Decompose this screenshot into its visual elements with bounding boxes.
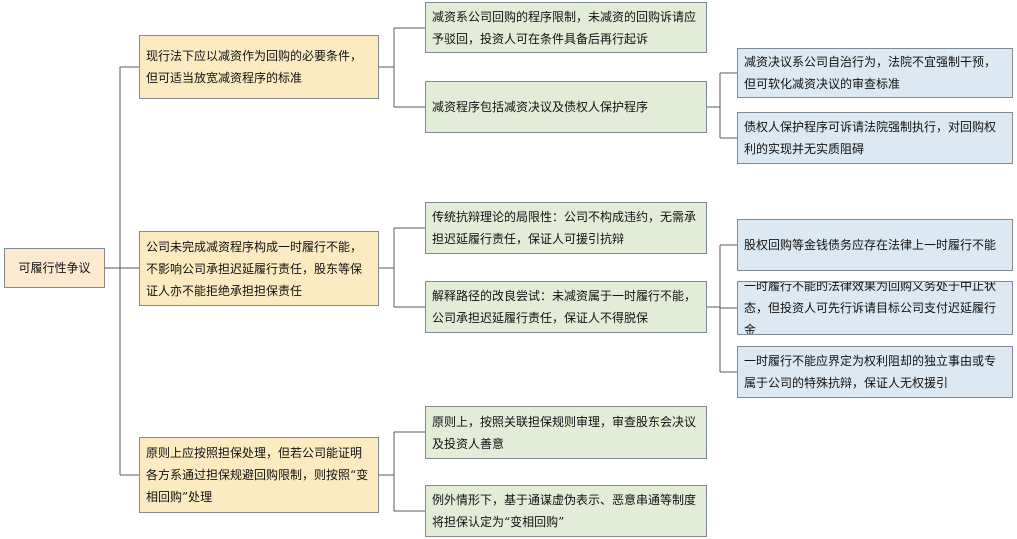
leaf-label: 股权回购等金钱债务应存在法律上一时履行不能 xyxy=(744,238,997,252)
root-node: 可履行性争议 xyxy=(4,248,105,288)
subbranch-label: 减资程序包括减资决议及债权人保护程序 xyxy=(432,100,649,114)
leaf-label: 一时履行不能应界定为权利阻却的独立事由或专属于公司的特殊抗辩，保证人无权援引 xyxy=(744,354,997,390)
leaf-label: 减资决议系公司自治行为，法院不宜强制干预，但可软化减资决议的审查标准 xyxy=(744,55,997,91)
leaf-node: 债权人保护程序可诉请法院强制执行，对回购权利的实现并无实质阻碍 xyxy=(737,112,1013,164)
subbranch-node: 原则上，按照关联担保规则审理，审查股东会决议及投资人善意 xyxy=(425,406,707,459)
leaf-node: 减资决议系公司自治行为，法院不宜强制干预，但可软化减资决议的审查标准 xyxy=(737,48,1013,98)
branch-label: 公司未完成减资程序构成一时履行不能，不影响公司承担迟延履行责任，股东等保证人亦不… xyxy=(146,239,363,298)
subbranch-label: 传统抗辩理论的局限性：公司不构成违约，无需承担迟延履行责任，保证人可援引抗辩 xyxy=(432,210,697,246)
subbranch-node: 减资系公司回购的程序限制，未减资的回购诉请应予驳回，投资人可在条件具备后再行起诉 xyxy=(425,2,707,53)
subbranch-label: 例外情形下，基于通谋虚伪表示、恶意串通等制度将担保认定为“变相回购” xyxy=(432,493,697,529)
subbranch-label: 减资系公司回购的程序限制，未减资的回购诉请应予驳回，投资人可在条件具备后再行起诉 xyxy=(432,9,697,46)
branch-node: 现行法下应以减资作为回购的必要条件，但可适当放宽减资程序的标准 xyxy=(139,35,379,99)
subbranch-node: 例外情形下，基于通谋虚伪表示、恶意串通等制度将担保认定为“变相回购” xyxy=(425,485,707,537)
subbranch-node: 减资程序包括减资决议及债权人保护程序 xyxy=(425,81,707,133)
root-label: 可履行性争议 xyxy=(18,261,91,275)
branch-label: 原则上应按照担保处理，但若公司能证明各方系通过担保规避回购限制，则按照“变相回购… xyxy=(146,446,369,504)
leaf-node: 股权回购等金钱债务应存在法律上一时履行不能 xyxy=(737,219,1013,271)
subbranch-node: 解释路径的改良尝试：未减资属于一时履行不能，公司承担迟延履行责任，保证人不得脱保 xyxy=(425,281,707,333)
leaf-node: 一时履行不能应界定为权利阻却的独立事由或专属于公司的特殊抗辩，保证人无权援引 xyxy=(737,346,1013,398)
subbranch-node: 传统抗辩理论的局限性：公司不构成违约，无需承担迟延履行责任，保证人可援引抗辩 xyxy=(425,202,707,254)
leaf-label: 债权人保护程序可诉请法院强制执行，对回购权利的实现并无实质阻碍 xyxy=(744,120,997,156)
leaf-node: 一时履行不能的法律效果为回购义务处于中止状态，但投资人可先行诉请目标公司支付迟延… xyxy=(737,281,1013,335)
subbranch-label: 解释路径的改良尝试：未减资属于一时履行不能，公司承担迟延履行责任，保证人不得脱保 xyxy=(432,289,697,325)
branch-label: 现行法下应以减资作为回购的必要条件，但可适当放宽减资程序的标准 xyxy=(146,49,363,85)
branch-node: 公司未完成减资程序构成一时履行不能，不影响公司承担迟延履行责任，股东等保证人亦不… xyxy=(139,231,379,306)
branch-node: 原则上应按照担保处理，但若公司能证明各方系通过担保规避回购限制，则按照“变相回购… xyxy=(139,437,379,513)
subbranch-label: 原则上，按照关联担保规则审理，审查股东会决议及投资人善意 xyxy=(432,414,697,451)
leaf-label: 一时履行不能的法律效果为回购义务处于中止状态，但投资人可先行诉请目标公司支付迟延… xyxy=(744,281,997,335)
